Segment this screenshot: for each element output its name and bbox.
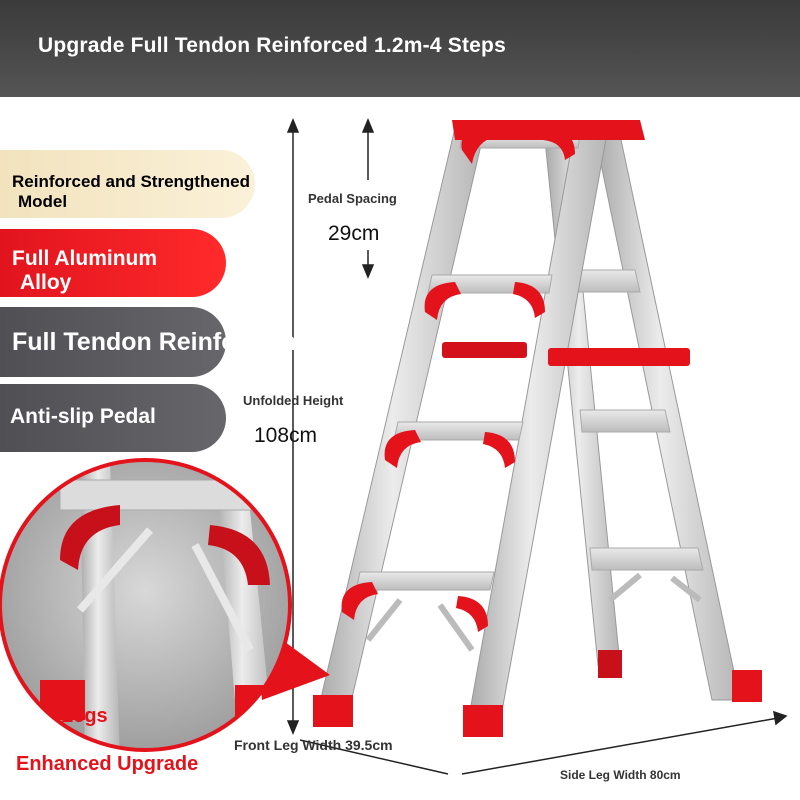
banner-title: Upgrade Full Tendon Reinforced 1.2m-4 St… [38, 34, 506, 57]
ladder-front-legs [313, 120, 690, 737]
feature-full-tendon-label: Full Tendon Reinforcement [12, 328, 334, 356]
feature-full-tendon: Full Tendon Reinforcement [0, 307, 334, 377]
legs-label: Legs [61, 705, 108, 727]
pedal-spacing-value: 29cm [328, 222, 380, 245]
feature-aluminum-alloy: Full Aluminum Alloy [0, 229, 226, 297]
detail-zoom-circle [0, 458, 330, 752]
width-dimension-lines [299, 710, 788, 775]
pedal-spacing-label: Pedal Spacing [308, 191, 397, 206]
title-banner: Upgrade Full Tendon Reinforced 1.2m-4 St… [0, 0, 800, 97]
unfolded-height-label: Unfolded Height [243, 393, 344, 408]
pedal-spacing-dimension-line [361, 118, 375, 279]
enhanced-upgrade-label: Enhanced Upgrade [16, 753, 199, 775]
feature-reinforced-line1: Reinforced and Strengthened [12, 172, 251, 191]
feature-anti-slip-label: Anti-slip Pedal [10, 405, 156, 428]
side-leg-width-label: Side Leg Width 80cm [560, 768, 681, 782]
feature-aluminum-line2: Alloy [20, 271, 72, 294]
feature-reinforced-line2: Model [18, 192, 68, 211]
feature-anti-slip: Anti-slip Pedal [0, 384, 226, 452]
front-leg-width-label: Front Leg Width 39.5cm [234, 737, 393, 753]
feature-reinforced-model: Reinforced and Strengthened Model [0, 150, 255, 218]
height-dimension-line [286, 118, 300, 735]
unfolded-height-value: 108cm [254, 424, 318, 447]
feature-aluminum-line1: Full Aluminum [12, 247, 158, 270]
